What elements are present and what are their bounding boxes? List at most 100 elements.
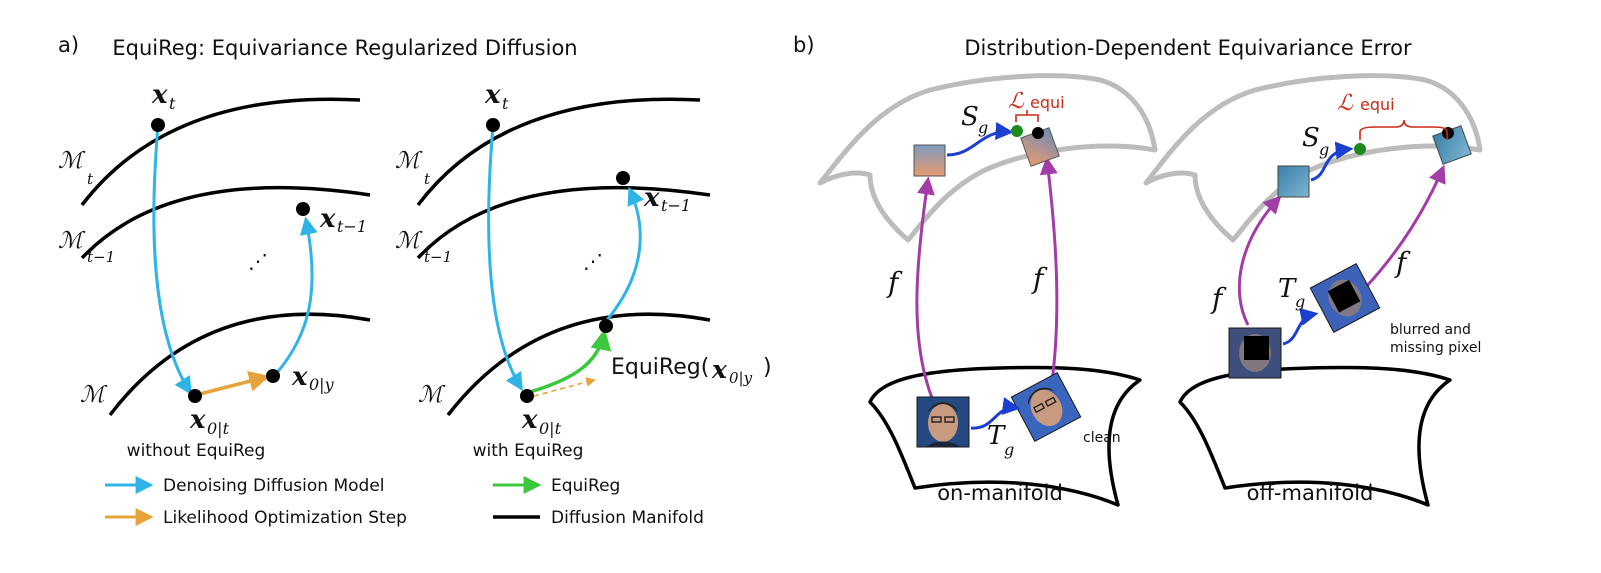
right-feature-square (1277, 165, 1310, 198)
left-manifold-curves (80, 97, 371, 417)
left-label-xt: x (151, 80, 168, 110)
clean-face-image (916, 396, 970, 448)
right-f-arrow-1 (1237, 195, 1282, 326)
left-label-mt1-sub: t−1 (87, 248, 115, 266)
right-label-mt: ℳ (395, 148, 423, 174)
left-diffusion-arrow-down (152, 125, 192, 396)
right-curve-0 (446, 312, 711, 417)
left-label-mt-sub: t (87, 170, 94, 188)
legend-label-equireg: EquiReg (551, 476, 620, 496)
right-point-equireg (599, 319, 613, 333)
right-lequi-sub: equi (1360, 95, 1395, 114)
left-tg-arrow (970, 397, 1021, 430)
panel-a-title: EquiReg: Equivariance Regularized Diffus… (112, 36, 577, 60)
left-curve-t1 (80, 185, 371, 260)
left-sg-point (1011, 125, 1023, 137)
right-point-xt (486, 118, 500, 132)
left-label-x0t-sub: 0|t (207, 419, 230, 438)
right-point-x0t (520, 389, 534, 403)
left-curve-t (80, 97, 361, 207)
left-likelihood-arrow (195, 371, 271, 397)
left-label-x0t: x (189, 405, 206, 435)
left-point-xt (151, 118, 165, 132)
right-likelihood-dashed-arrow (533, 377, 596, 397)
right-sg-point (1354, 143, 1366, 155)
right-point-xt1 (616, 171, 630, 185)
right-lequi-label: ℒ (1337, 91, 1354, 116)
left-curve-0 (108, 312, 371, 417)
left-f-label-2: f (1031, 262, 1048, 295)
left-lequi-label: ℒ (1008, 89, 1025, 114)
left-label-x0y-sub: 0|y (309, 375, 335, 394)
left-tg-label: T (987, 421, 1006, 451)
left-diffusion-arrow-up (273, 216, 318, 376)
right-label-xt1: x (643, 183, 660, 213)
right-diffusion-arrow-up (605, 186, 645, 321)
blur-label-line-1: blurred and (1390, 322, 1471, 338)
on-manifold-label: on-manifold (937, 481, 1063, 505)
right-label-x0t-sub: 0|t (539, 419, 562, 438)
right-label-xt-sub: t (502, 94, 509, 113)
right-label-xt: x (484, 80, 501, 110)
left-f-label-1: f (886, 266, 903, 299)
right-diffusion-arrow-down (487, 125, 523, 392)
left-tg-sub: g (1004, 440, 1014, 459)
left-label-x0y: x (291, 362, 308, 392)
left-sg-arrow (946, 122, 1014, 157)
right-curve-t1 (416, 185, 711, 260)
left-label-xt1: x (319, 204, 336, 234)
legend-label-diffusion: Denoising Diffusion Model (163, 476, 385, 496)
left-feature-point (1032, 127, 1044, 139)
left-lequi-sub: equi (1030, 93, 1065, 112)
left-caption: without EquiReg (127, 441, 266, 461)
legend-label-manifold: Diffusion Manifold (551, 508, 704, 528)
left-feature-square (913, 144, 946, 177)
right-f-label-1: f (1210, 282, 1227, 315)
right-label-mt1: ℳ (395, 228, 423, 254)
right-manifold-curves (416, 97, 711, 417)
right-label-xt1-sub: t−1 (661, 196, 691, 215)
right-label-mt1-sub: t−1 (424, 248, 452, 266)
feature-manifold-right (1143, 73, 1483, 243)
clean-rotated-face-image (1010, 372, 1082, 442)
right-label-x0t: x (521, 405, 538, 435)
left-point-xt1 (296, 202, 310, 216)
left-f-arrow-1 (915, 176, 935, 399)
left-point-x0t (188, 389, 202, 403)
right-lequi-brace (1359, 119, 1448, 140)
right-label-mt-sub: t (424, 170, 431, 188)
left-label-xt1-sub: t−1 (337, 217, 367, 236)
blur-label-line-2: missing pixel (1390, 340, 1481, 356)
panel-b-letter: b) (793, 33, 815, 57)
legend: Denoising Diffusion Model Likelihood Opt… (105, 476, 704, 528)
right-label-equireg: EquiReg( (611, 355, 709, 380)
left-sg-label: S (961, 102, 979, 132)
right-ellipsis: ⋰ (583, 249, 603, 273)
right-f-label-2: f (1394, 246, 1411, 279)
panel-a-letter: a) (58, 33, 79, 57)
right-tg-arrow (1282, 308, 1319, 346)
left-label-xt-sub: t (169, 94, 176, 113)
right-sg-arrow (1310, 141, 1354, 182)
left-ellipsis: ⋰ (248, 249, 268, 273)
right-feature-point (1442, 127, 1454, 139)
left-label-mt: ℳ (58, 148, 86, 174)
blurred-face-image (1228, 327, 1282, 379)
right-label-equireg-sub: 0|y (729, 369, 753, 387)
clean-label: clean (1083, 430, 1121, 446)
blurred-rotated-face-image (1309, 263, 1381, 333)
left-label-mt1: ℳ (58, 228, 86, 254)
right-sg-label: S (1302, 123, 1320, 153)
panel-b-title: Distribution-Dependent Equivariance Erro… (964, 36, 1412, 60)
left-f-arrow-2 (1039, 156, 1059, 383)
left-sg-sub: g (978, 118, 988, 137)
legend-label-likelihood: Likelihood Optimization Step (163, 508, 407, 528)
right-curve-t (416, 97, 701, 207)
left-point-x0y (266, 369, 280, 383)
right-sg-sub: g (1319, 140, 1329, 159)
off-manifold-label: off-manifold (1247, 481, 1374, 505)
right-f-arrow-2 (1364, 164, 1446, 289)
left-lequi-brace (1015, 110, 1039, 122)
feature-manifold-left (817, 73, 1158, 243)
